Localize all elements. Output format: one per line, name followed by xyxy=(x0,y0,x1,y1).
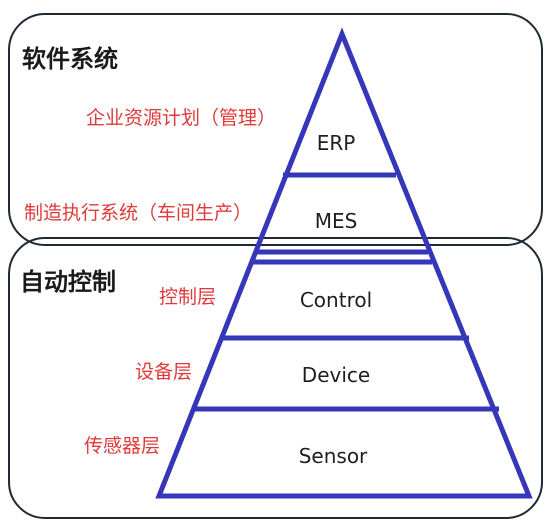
side-label-sensor: 传感器层 xyxy=(84,435,160,457)
side-label-control: 控制层 xyxy=(159,286,216,308)
layer-label-mes: MES xyxy=(315,209,358,233)
side-label-mes: 制造执行系统（车间生产） xyxy=(24,202,252,224)
software-group-box xyxy=(8,13,543,246)
software-group-title: 软件系统 xyxy=(22,45,118,73)
layer-label-erp: ERP xyxy=(317,131,356,155)
layer-label-sensor: Sensor xyxy=(299,444,368,468)
pyramid-outline xyxy=(155,27,533,499)
layer-label-device: Device xyxy=(302,363,370,387)
side-label-erp: 企业资源计划（管理） xyxy=(86,107,276,129)
layer-label-control: Control xyxy=(300,288,372,312)
automation-group-box xyxy=(8,237,543,519)
automation-group-title: 自动控制 xyxy=(20,268,116,296)
pyramid xyxy=(155,27,533,499)
side-label-device: 设备层 xyxy=(135,361,192,383)
